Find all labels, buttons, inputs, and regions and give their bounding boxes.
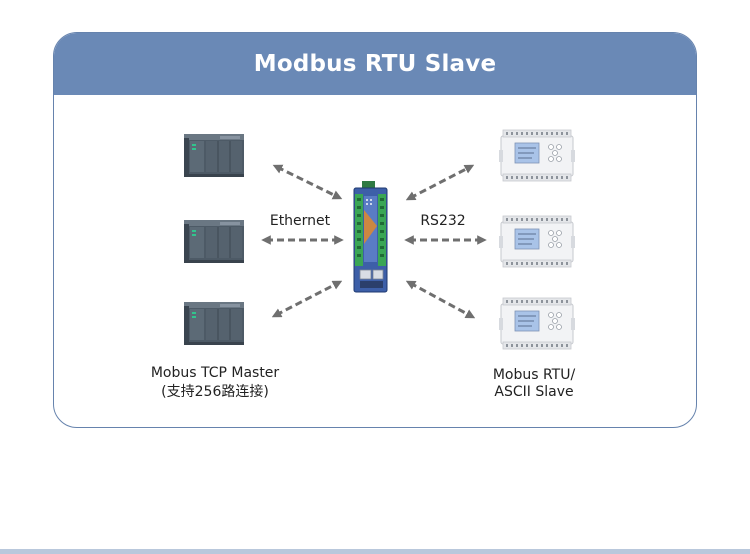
diagram-card: Modbus RTU Slave: [53, 32, 697, 428]
slave-caption-line2: ASCII Slave: [494, 384, 574, 400]
connection-arrows-ethernet: [261, 164, 344, 318]
bottom-divider: [0, 549, 750, 554]
connection-arrows-rs232: [404, 164, 487, 319]
page-title: Modbus RTU Slave: [54, 33, 696, 95]
slave-caption-line1: Mobus RTU/: [492, 367, 576, 383]
plc-master-icon: [183, 301, 245, 346]
plc-master-icon: [183, 133, 245, 178]
ethernet-label: Ethernet: [269, 213, 331, 229]
rs232-label: RS232: [420, 213, 466, 229]
plc-slave-icon: [498, 215, 576, 268]
master-caption-line1: Mobus TCP Master: [150, 365, 280, 381]
gateway-device-icon: [353, 181, 388, 293]
plc-slave-icon: [498, 129, 576, 182]
plc-slave-icon: [498, 297, 576, 350]
plc-master-icon: [183, 219, 245, 264]
master-caption-line2: (支持256路连接): [161, 384, 269, 400]
